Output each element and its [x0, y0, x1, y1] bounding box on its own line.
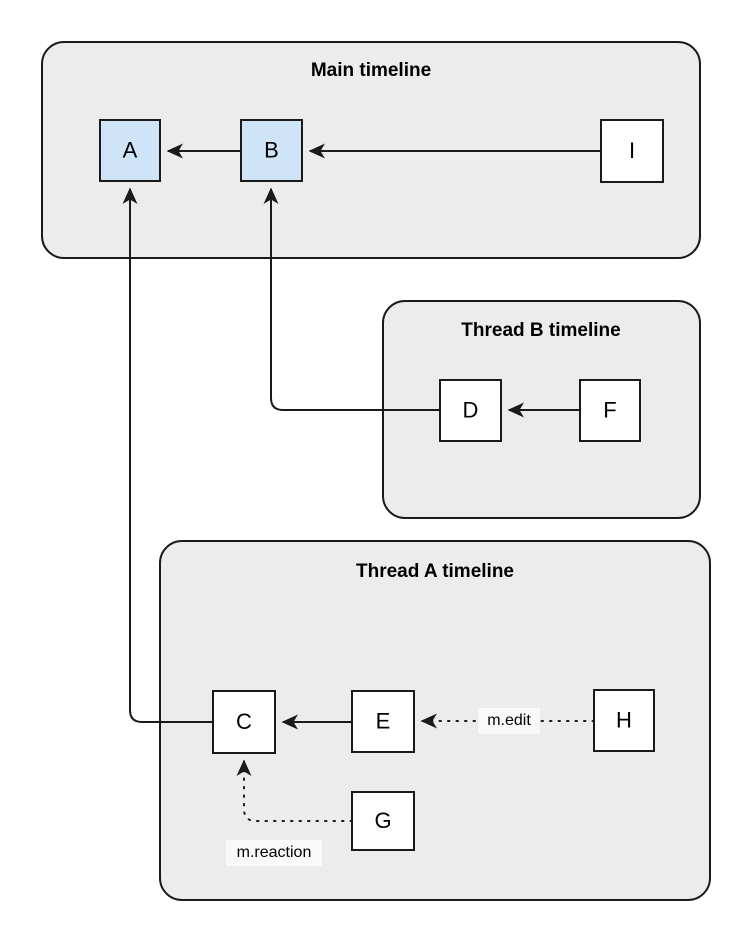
edge-label-H-to-E: m.edit [487, 712, 531, 729]
event-node-box[interactable] [99, 119, 161, 182]
event-node-box[interactable] [439, 379, 502, 442]
event-node-box[interactable] [600, 119, 664, 183]
timeline-group-title: Thread A timeline [356, 561, 514, 582]
edge-labels-layer: m.edit m.reaction [226, 708, 540, 866]
event-node-box[interactable] [593, 689, 655, 752]
event-node-box[interactable] [240, 119, 303, 182]
event-node-label: I [629, 138, 635, 163]
event-node-H[interactable]: H [593, 689, 655, 752]
event-node-label: E [376, 708, 391, 733]
event-node-label: A [123, 137, 138, 162]
event-node-label: H [616, 707, 632, 732]
event-node-F[interactable]: F [579, 379, 641, 442]
edge-label-bg-H-to-E [478, 708, 540, 734]
event-node-box[interactable] [212, 690, 276, 754]
event-node-label: F [603, 397, 616, 422]
event-node-B[interactable]: B [240, 119, 303, 182]
edge-label-G-to-C: m.reaction [237, 844, 312, 861]
event-node-D[interactable]: D [439, 379, 502, 442]
event-node-label: C [236, 709, 252, 734]
event-node-box[interactable] [579, 379, 641, 442]
edge-D-to-B [263, 187, 440, 411]
timeline-group-title: Main timeline [311, 60, 431, 81]
event-node-C[interactable]: C [212, 690, 276, 754]
event-node-I[interactable]: I [600, 119, 664, 183]
edge-label-bg-G-to-C [226, 840, 322, 866]
event-node-box[interactable] [351, 791, 415, 851]
event-node-box[interactable] [351, 690, 415, 753]
event-node-E[interactable]: E [351, 690, 415, 753]
event-nodes: A B I D F C E H G [99, 119, 664, 851]
event-node-G[interactable]: G [351, 791, 415, 851]
timeline-group-title: Thread B timeline [461, 320, 620, 341]
event-node-label: G [374, 808, 391, 833]
event-node-label: B [264, 137, 279, 162]
event-node-A[interactable]: A [99, 119, 161, 182]
event-node-label: D [463, 397, 479, 422]
edge-C-to-A [122, 187, 213, 723]
